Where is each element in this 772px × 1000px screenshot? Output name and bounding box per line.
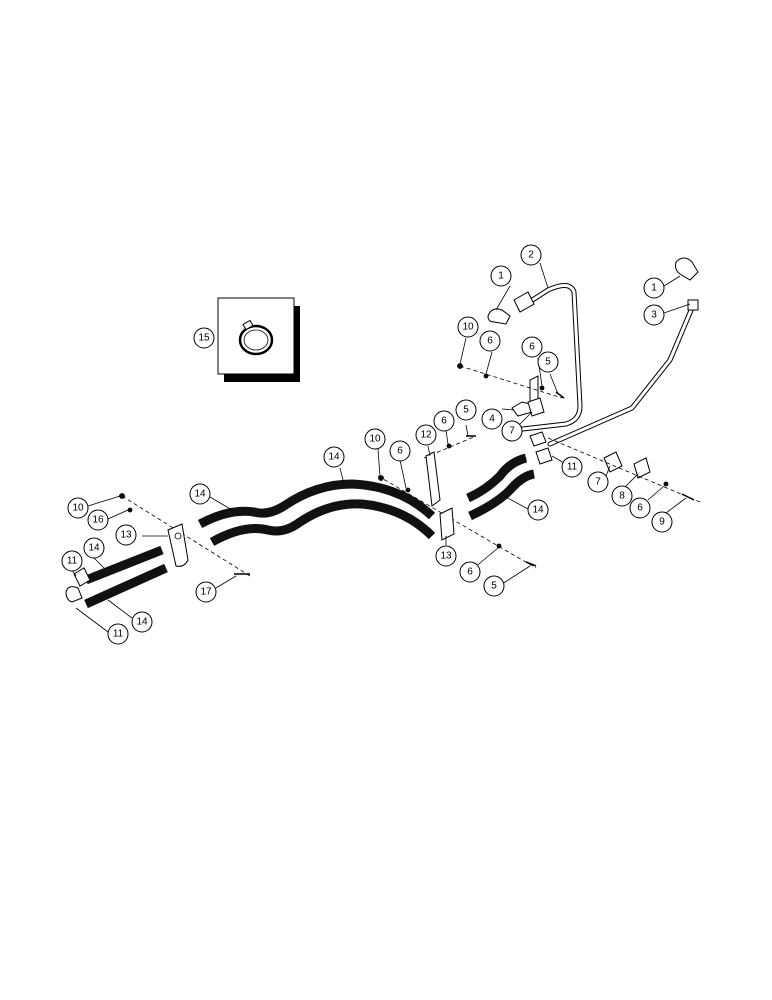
callout-label: 9 xyxy=(659,517,665,528)
elbow-fitting-1-right xyxy=(675,257,699,281)
fitting-11-left-upper xyxy=(73,567,91,587)
callout-2: 2 xyxy=(520,244,542,266)
callout-5a: 5 xyxy=(537,351,559,373)
callout-label: 11 xyxy=(567,462,578,473)
callout-5b: 5 xyxy=(455,399,477,421)
callout-6d: 6 xyxy=(389,440,411,462)
callout-label: 10 xyxy=(369,434,381,445)
callout-5c: 5 xyxy=(483,575,505,597)
callout-label: 5 xyxy=(545,357,551,368)
tube-nut-3 xyxy=(687,299,699,311)
callout-label: 14 xyxy=(328,452,340,463)
clamp-detail-inset xyxy=(217,297,300,382)
callout-17: 17 xyxy=(195,581,217,603)
hose-clamp-13-left xyxy=(167,523,189,567)
callout-label: 10 xyxy=(462,322,474,333)
callout-11c: 11 xyxy=(107,623,129,645)
callout-label: 13 xyxy=(440,551,452,562)
callout-label: 5 xyxy=(491,581,497,592)
hoses-14 xyxy=(84,453,535,609)
callout-label: 17 xyxy=(200,587,212,598)
callout-14c: 14 xyxy=(527,499,549,521)
metal-tube-3 xyxy=(547,305,695,447)
callout-label: 14 xyxy=(136,617,148,628)
callout-16: 16 xyxy=(87,509,109,531)
callout-8: 8 xyxy=(611,485,633,507)
callout-label: 6 xyxy=(529,342,535,353)
callout-13a: 13 xyxy=(115,524,137,546)
callout-label: 1 xyxy=(498,271,504,282)
callout-label: 7 xyxy=(595,477,601,488)
callout-7a: 7 xyxy=(501,420,523,442)
callout-label: 11 xyxy=(67,556,78,567)
callout-14a: 14 xyxy=(323,446,345,468)
callout-1b: 1 xyxy=(643,277,665,299)
callout-11b: 11 xyxy=(61,550,83,572)
callout-12: 12 xyxy=(415,424,437,446)
callout-label: 1 xyxy=(651,283,657,294)
callout-13b: 13 xyxy=(435,545,457,567)
callout-label: 8 xyxy=(619,491,625,502)
metal-tube-2 xyxy=(511,283,583,433)
callout-4: 4 xyxy=(481,408,503,430)
callout-label: 3 xyxy=(651,310,657,321)
callout-label: 12 xyxy=(420,430,432,441)
callout-label: 2 xyxy=(528,250,534,261)
bracket-12 xyxy=(425,451,441,507)
callout-label: 16 xyxy=(92,515,104,526)
clip-7-lower xyxy=(603,451,623,473)
callout-6c: 6 xyxy=(433,410,455,432)
callout-10a: 10 xyxy=(457,316,479,338)
callout-10c: 10 xyxy=(67,497,89,519)
callout-14b: 14 xyxy=(189,483,211,505)
callout-label: 14 xyxy=(194,489,206,500)
callout-label: 13 xyxy=(120,530,132,541)
callout-15: 15 xyxy=(193,327,215,349)
callout-6a: 6 xyxy=(479,330,501,352)
callout-label: 6 xyxy=(441,416,447,427)
hose-clamp-icon xyxy=(238,324,274,356)
elbow-fitting-1-left xyxy=(487,308,511,325)
fitting-11-a xyxy=(529,431,547,447)
assembly-center-lines xyxy=(121,365,701,577)
callout-label: 15 xyxy=(198,333,210,344)
callout-14e: 14 xyxy=(131,611,153,633)
callout-label: 6 xyxy=(487,336,493,347)
callout-label: 5 xyxy=(463,405,469,416)
callout-label: 10 xyxy=(72,503,84,514)
callout-6b: 6 xyxy=(521,336,543,358)
callout-label: 6 xyxy=(637,503,643,514)
callout-9: 9 xyxy=(651,511,673,533)
callout-6f: 6 xyxy=(629,497,651,519)
callout-label: 6 xyxy=(467,567,473,578)
callout-7b: 7 xyxy=(587,471,609,493)
callout-label: 7 xyxy=(509,426,515,437)
callout-11a: 11 xyxy=(561,456,583,478)
fitting-11-b xyxy=(535,447,553,465)
callout-label: 14 xyxy=(88,543,100,554)
clip-7-upper xyxy=(527,397,545,417)
leader-lines xyxy=(71,262,691,633)
callout-10b: 10 xyxy=(364,428,386,450)
callout-14d: 14 xyxy=(83,537,105,559)
callout-6e: 6 xyxy=(459,561,481,583)
hardware-group xyxy=(119,363,695,575)
callout-1a: 1 xyxy=(490,265,512,287)
callout-label: 14 xyxy=(532,505,544,516)
callout-label: 4 xyxy=(489,414,495,425)
fitting-11-left-lower xyxy=(65,586,83,603)
callout-label: 6 xyxy=(397,446,403,457)
hose-clamp-13-center xyxy=(439,507,455,541)
callout-3: 3 xyxy=(643,304,665,326)
callout-label: 11 xyxy=(113,629,124,640)
clip-8 xyxy=(633,457,651,479)
